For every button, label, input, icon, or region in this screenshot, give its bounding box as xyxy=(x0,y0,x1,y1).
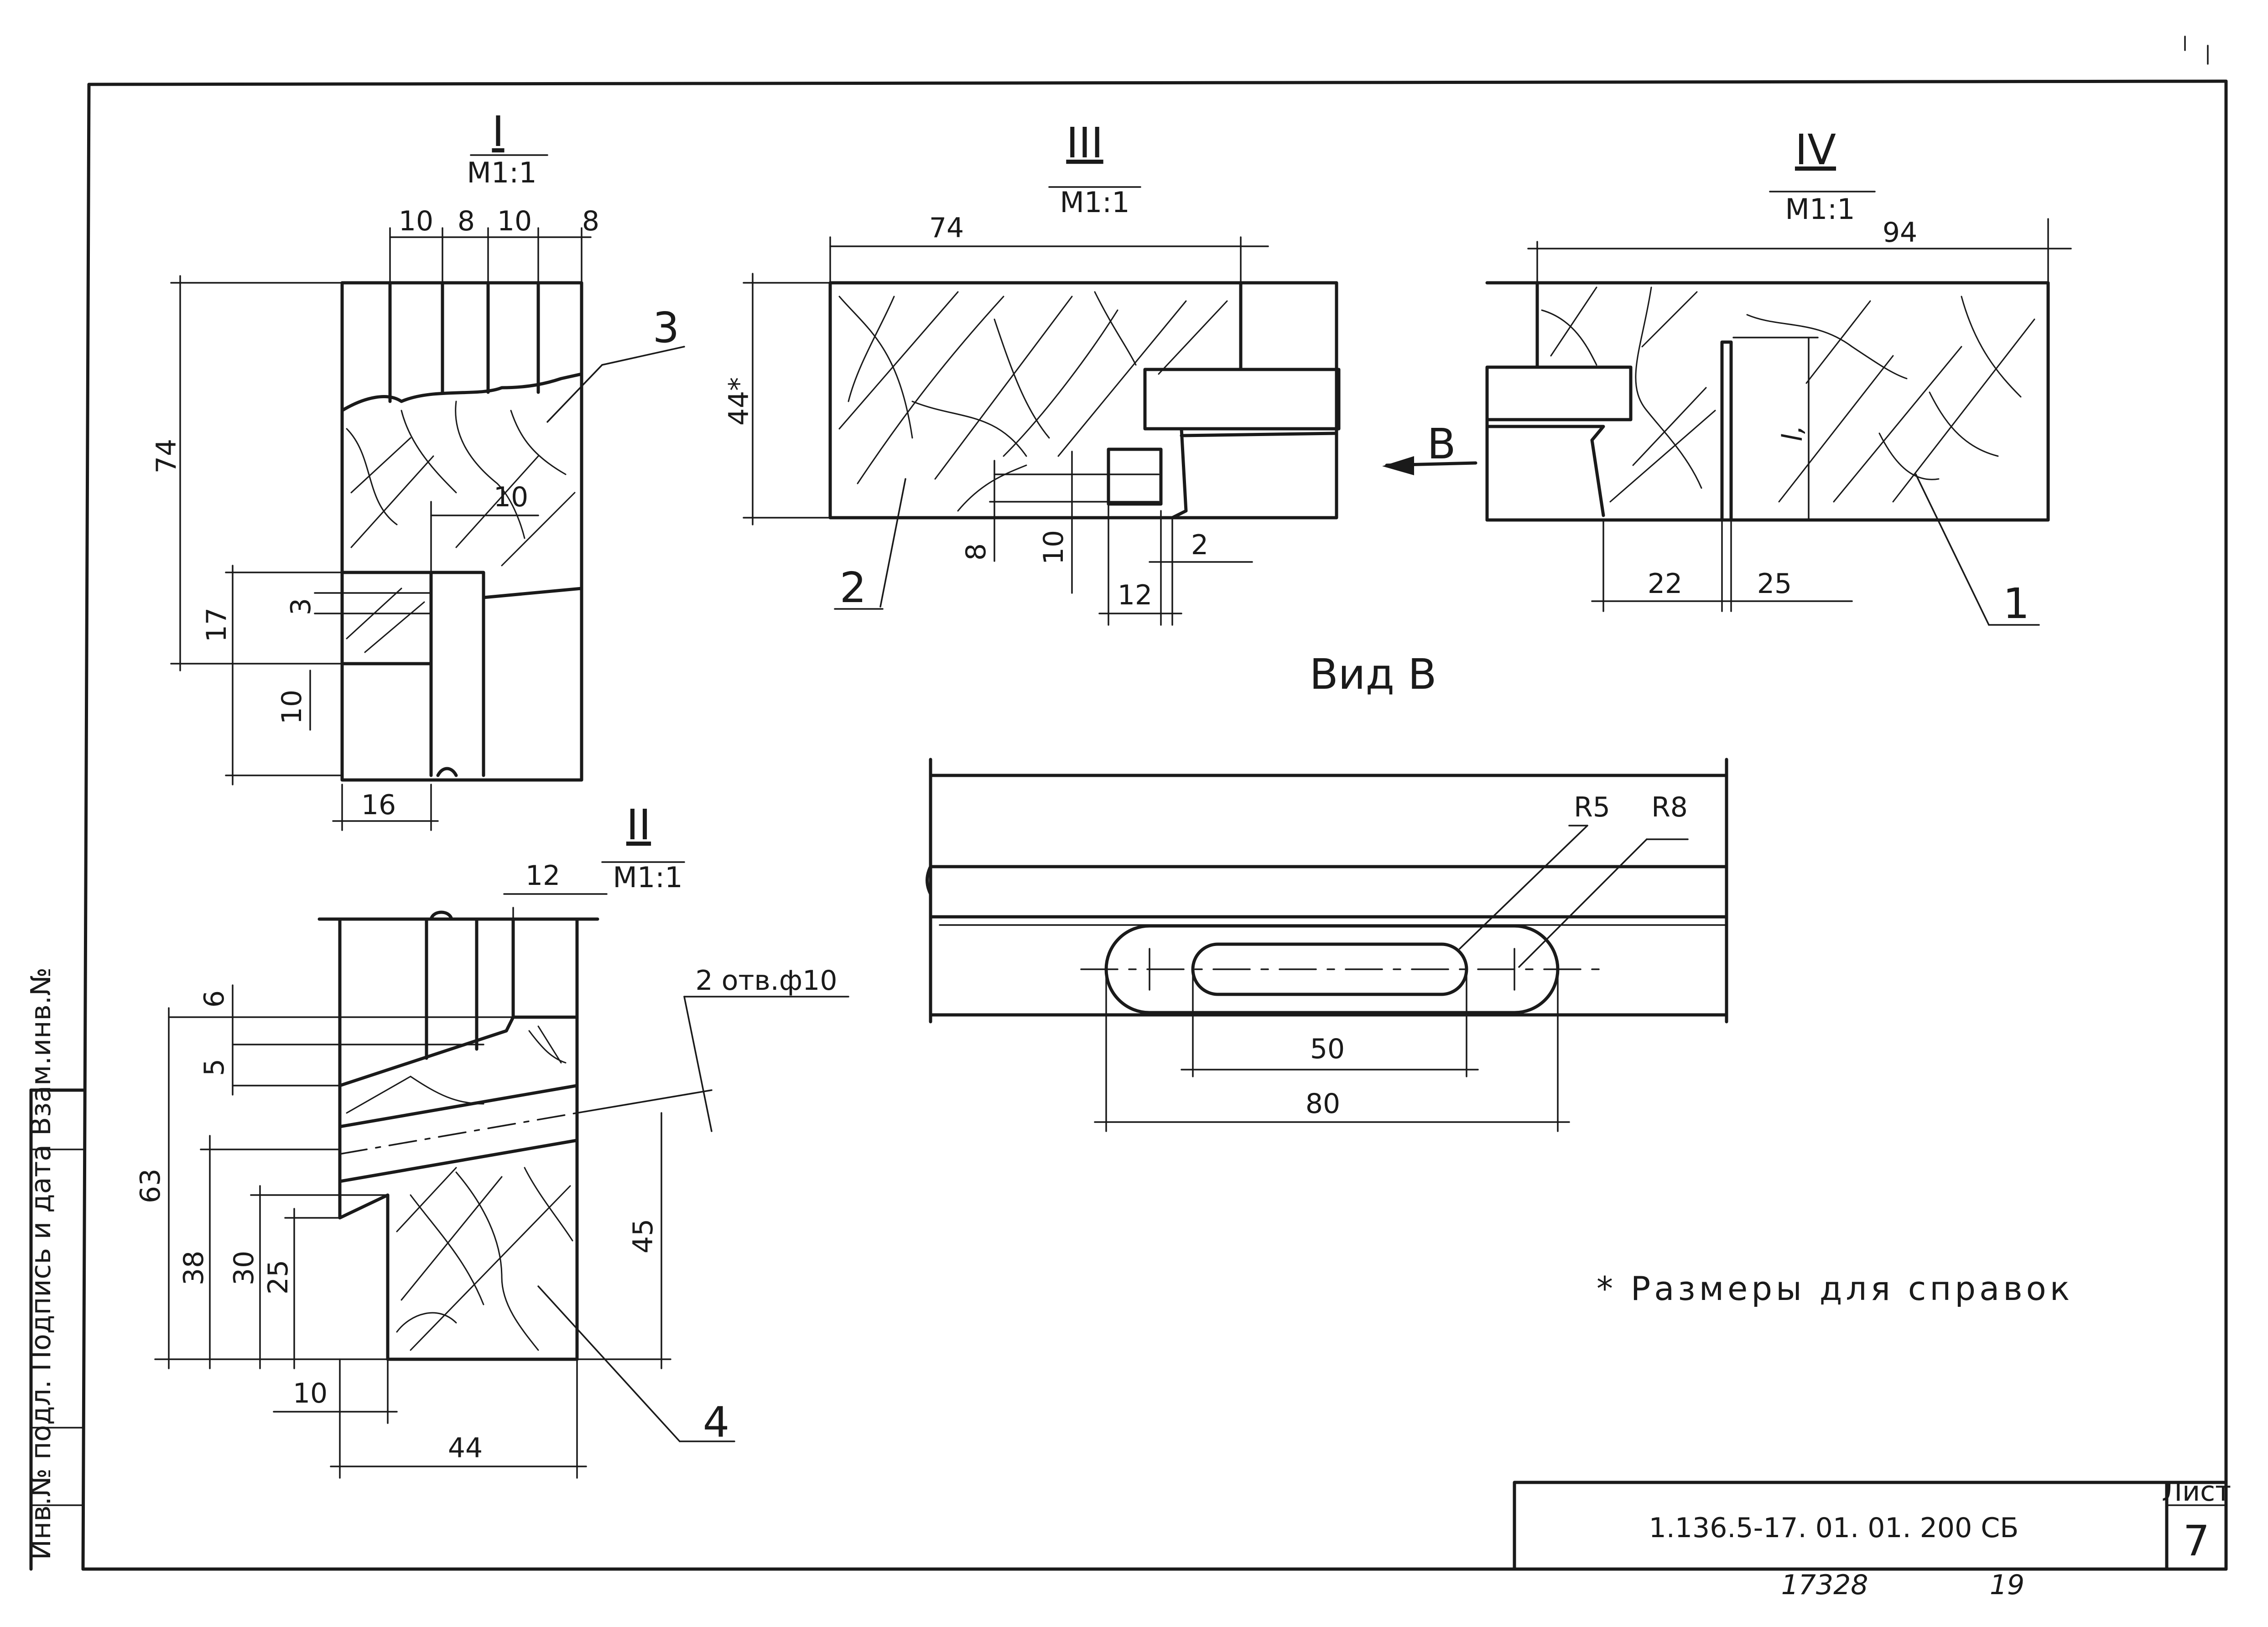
footer-inv: 17328 xyxy=(1781,1569,1868,1601)
sheet-frame: Инв.№ подл. Подпись и дата Взам.инв.№ xyxy=(25,36,2228,1571)
dim-17: 17 xyxy=(201,608,233,642)
section-iii-scale: M1:1 xyxy=(1060,186,1129,219)
dim-2: 2 xyxy=(1191,529,1208,561)
dim-5: 5 xyxy=(198,1059,230,1076)
dim-74-top: 74 xyxy=(929,212,964,244)
dim-22: 22 xyxy=(1648,568,1682,600)
dim-10-left: 10 xyxy=(276,690,308,724)
dim-44: 44 xyxy=(448,1432,483,1464)
dim-12: 12 xyxy=(1118,579,1152,611)
margin-stamp: Инв.№ подл. Подпись и дата Взам.инв.№ xyxy=(25,967,57,1560)
section-i: I M1:1 10 xyxy=(151,107,685,831)
section-i-wood-grain xyxy=(346,400,576,653)
dim-30: 30 xyxy=(228,1251,260,1285)
sheet-label: Лист xyxy=(2162,1476,2231,1507)
dim-10-inner: 10 xyxy=(494,481,528,513)
dim-45: 45 xyxy=(627,1219,659,1253)
footer-num: 19 xyxy=(1990,1569,2024,1601)
dim-63: 63 xyxy=(135,1169,166,1203)
section-iv-roman: IV xyxy=(1795,125,1836,174)
dim-50: 50 xyxy=(1310,1033,1345,1065)
dim-25: 25 xyxy=(262,1260,294,1294)
section-iv-scale: M1:1 xyxy=(1785,192,1855,226)
arrow-b-head xyxy=(1382,456,1414,475)
section-i-scale: M1:1 xyxy=(467,156,536,189)
dim-10: 10 xyxy=(293,1377,328,1409)
dim-10a: 10 xyxy=(399,205,433,237)
section-ii-scale: M1:1 xyxy=(613,861,682,894)
dim-38: 38 xyxy=(178,1251,210,1285)
dim-25: 25 xyxy=(1757,568,1792,600)
dim-10b: 10 xyxy=(497,205,532,237)
section-iii-wood-grain xyxy=(838,291,1228,512)
section-iv: IV M1:1 l, 94 xyxy=(1382,125,2072,628)
dim-44-star: 44* xyxy=(723,377,755,426)
title-block: 1.136.5-17. 01. 01. 200 СБ Лист 7 17328 … xyxy=(1513,1476,2231,1601)
drawing-code: 1.136.5-17. 01. 01. 200 СБ xyxy=(1649,1512,2019,1544)
reference-note: * Размеры для справок xyxy=(1597,1269,2073,1308)
dim-r8: R8 xyxy=(1651,791,1688,823)
dim-94: 94 xyxy=(1883,217,1917,249)
dim-74-vertical: 74 xyxy=(151,439,182,473)
dim-16: 16 xyxy=(361,789,396,821)
dim-8: 8 xyxy=(960,543,992,561)
dim-6: 6 xyxy=(198,990,230,1008)
callout-3: 3 xyxy=(653,303,680,352)
section-iii-roman: III xyxy=(1066,119,1103,167)
section-i-roman: I xyxy=(492,107,504,156)
dim-3: 3 xyxy=(285,598,317,615)
section-ii-roman: II xyxy=(626,801,651,849)
section-iv-wood-grain xyxy=(1541,286,2035,503)
section-iii: III M1:1 74 44* xyxy=(723,119,1341,626)
callout-1: 1 xyxy=(2003,579,2030,628)
dim-10: 10 xyxy=(1038,530,1070,565)
callout-2: 2 xyxy=(840,563,867,612)
view-b: Вид В R5 R8 50 80 xyxy=(926,650,1728,1132)
dim-8b: 8 xyxy=(582,205,599,237)
dim-8a: 8 xyxy=(458,205,475,237)
dim-l: l, xyxy=(1777,425,1809,442)
callout-4: 4 xyxy=(703,1398,730,1447)
dim-r5: R5 xyxy=(1574,791,1610,823)
arrow-b-label: B xyxy=(1427,420,1456,468)
view-b-title: Вид В xyxy=(1310,650,1437,699)
sheet-number: 7 xyxy=(2183,1517,2210,1565)
section-ii: II M1:1 12 xyxy=(135,801,849,1479)
section-ii-wood-grain xyxy=(346,1025,573,1351)
dim-80: 80 xyxy=(1306,1088,1340,1120)
holes-note: 2 отв.ф10 xyxy=(696,965,837,997)
dim-12: 12 xyxy=(525,860,560,892)
